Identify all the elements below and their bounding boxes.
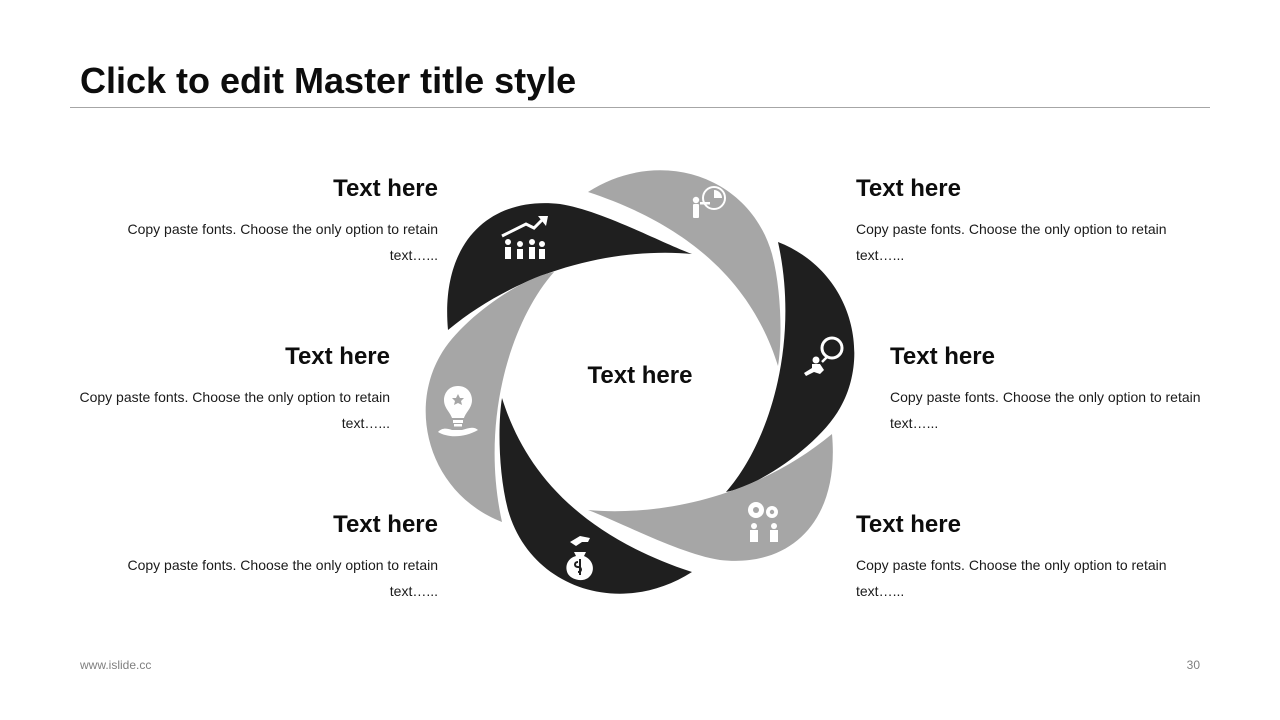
text-block-middle-right[interactable]: Text here Copy paste fonts. Choose the o… — [890, 342, 1210, 436]
text-block-body: Copy paste fonts. Choose the only option… — [127, 221, 438, 263]
petal-top[interactable] — [588, 170, 781, 366]
person-magnifier-icon — [804, 336, 844, 376]
hand-money-bag-icon — [566, 536, 593, 581]
petal-right[interactable] — [726, 242, 855, 492]
petal-bottom[interactable] — [499, 398, 692, 594]
footer-url: www.islide.cc — [80, 658, 152, 672]
text-block-body: Copy paste fonts. Choose the only option… — [856, 557, 1167, 599]
lightbulb-hand-icon — [438, 386, 478, 437]
text-block-heading: Text here — [856, 511, 961, 538]
text-block-top-right[interactable]: Text here Copy paste fonts. Choose the o… — [856, 174, 1176, 268]
text-block-heading: Text here — [333, 175, 438, 202]
text-block-bottom-left[interactable]: Text here Copy paste fonts. Choose the o… — [98, 510, 438, 604]
text-block-body: Copy paste fonts. Choose the only option… — [127, 557, 438, 599]
text-block-heading: Text here — [856, 175, 961, 202]
presenter-pie-chart-icon — [692, 186, 726, 218]
text-block-heading: Text here — [890, 343, 995, 370]
center-label[interactable]: Text here — [587, 362, 693, 389]
team-growth-arrow-icon — [501, 216, 548, 259]
text-block-top-left[interactable]: Text here Copy paste fonts. Choose the o… — [98, 174, 438, 268]
text-block-body: Copy paste fonts. Choose the only option… — [856, 221, 1167, 263]
petal-left[interactable] — [425, 272, 554, 522]
petal-bottom-right[interactable] — [588, 434, 833, 561]
text-block-body: Copy paste fonts. Choose the only option… — [79, 389, 390, 431]
text-block-bottom-right[interactable]: Text here Copy paste fonts. Choose the o… — [856, 510, 1176, 604]
text-block-middle-left[interactable]: Text here Copy paste fonts. Choose the o… — [50, 342, 390, 436]
page-number: 30 — [1186, 658, 1200, 672]
slide-title[interactable]: Click to edit Master title style — [80, 60, 577, 101]
text-block-heading: Text here — [333, 511, 438, 538]
title-divider — [70, 107, 1210, 108]
team-gears-icon — [748, 502, 778, 542]
text-block-body: Copy paste fonts. Choose the only option… — [890, 389, 1201, 431]
petal-top-left[interactable] — [447, 203, 692, 330]
text-block-heading: Text here — [285, 343, 390, 370]
